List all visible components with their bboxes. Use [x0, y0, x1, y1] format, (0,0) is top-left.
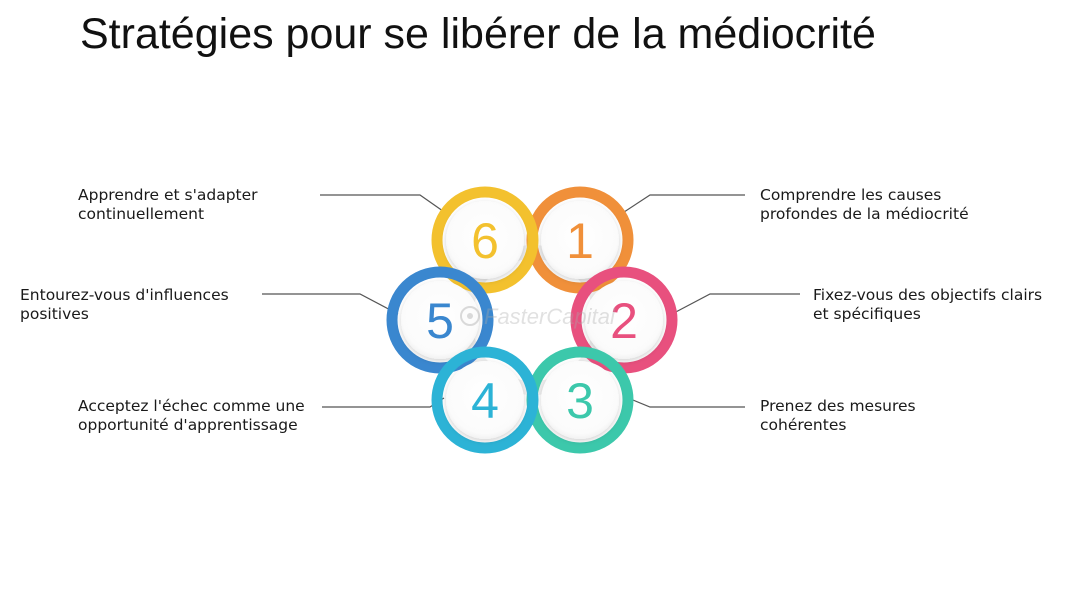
step-number-5: 5: [426, 293, 454, 349]
connector-line-3: [627, 397, 745, 408]
connector-line-6: [320, 194, 451, 217]
step-label-3: Prenez des mesures cohérentes: [760, 397, 916, 434]
step-number-2: 2: [610, 293, 638, 349]
step-label-5: Entourez-vous d'influences positives: [20, 286, 229, 323]
step-number-3: 3: [566, 373, 594, 429]
ring-6: 6: [431, 186, 539, 294]
ring-3: 3: [526, 346, 634, 454]
step-label-1: Comprendre les causes profondes de la mé…: [760, 186, 969, 223]
ring-5: 5: [386, 266, 494, 374]
watermark-logo: FasterCapital: [460, 304, 616, 329]
ring-5-stroke: [386, 266, 494, 374]
connector-line-2: [671, 293, 800, 315]
page-title: Stratégies pour se libérer de la médiocr…: [80, 10, 876, 58]
step-label-4: Acceptez l'échec comme une opportunité d…: [78, 397, 305, 434]
watermark-text: FasterCapital: [484, 304, 616, 329]
connector-line-4: [322, 397, 445, 408]
connector-line-5: [262, 293, 399, 315]
step-label-6: Apprendre et s'adapter continuellement: [78, 186, 258, 223]
ring-2: 2: [570, 266, 678, 374]
connector-line-1: [617, 194, 745, 217]
ring-6-stroke: [431, 186, 539, 294]
ring-2-stroke: [570, 266, 678, 374]
step-number-6: 6: [471, 213, 499, 269]
step-number-4: 4: [471, 373, 499, 429]
ring-4: 4: [431, 346, 539, 454]
ring-4-stroke: [431, 346, 539, 454]
step-number-1: 1: [566, 213, 594, 269]
ring-1: 1: [526, 186, 634, 294]
step-label-2: Fixez-vous des objectifs clairs et spéci…: [813, 286, 1043, 323]
